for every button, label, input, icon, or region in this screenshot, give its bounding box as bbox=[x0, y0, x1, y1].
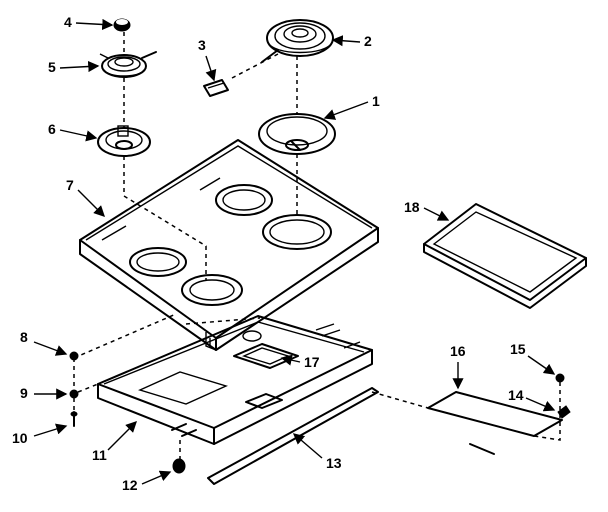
part-16-cover-plate bbox=[427, 391, 563, 455]
svg-text:17: 17 bbox=[304, 354, 320, 370]
callout-17: 17 bbox=[280, 354, 320, 370]
callout-3: 3 bbox=[198, 37, 217, 82]
part-1-large-drip-pan bbox=[258, 113, 336, 155]
callout-6: 6 bbox=[48, 121, 98, 142]
callout-9: 9 bbox=[20, 385, 68, 401]
callout-1: 1 bbox=[323, 93, 380, 120]
svg-text:4: 4 bbox=[64, 14, 72, 30]
svg-text:3: 3 bbox=[198, 37, 206, 53]
callout-16: 16 bbox=[450, 343, 466, 390]
part-3-terminal-block bbox=[203, 79, 229, 97]
callout-11: 11 bbox=[92, 421, 137, 463]
svg-text:6: 6 bbox=[48, 121, 56, 137]
part-11-base-pan bbox=[97, 315, 373, 445]
callout-4: 4 bbox=[64, 14, 114, 31]
svg-text:8: 8 bbox=[20, 329, 28, 345]
svg-text:7: 7 bbox=[66, 177, 74, 193]
part-18-glass-panel bbox=[423, 203, 587, 309]
callout-13: 13 bbox=[292, 433, 342, 471]
svg-text:5: 5 bbox=[48, 59, 56, 75]
part-13-trim-strip bbox=[207, 387, 379, 485]
svg-text:1: 1 bbox=[372, 93, 380, 109]
callout-14: 14 bbox=[508, 387, 556, 412]
callout-12: 12 bbox=[122, 470, 172, 493]
part-7-cooktop bbox=[79, 139, 379, 351]
callout-2: 2 bbox=[331, 33, 372, 49]
part-10-screw bbox=[70, 411, 78, 427]
svg-text:14: 14 bbox=[508, 387, 524, 403]
part-2-large-surface-element bbox=[261, 19, 334, 63]
svg-text:16: 16 bbox=[450, 343, 466, 359]
callout-8: 8 bbox=[20, 329, 68, 356]
part-12-grommet bbox=[172, 458, 186, 474]
svg-text:2: 2 bbox=[364, 33, 372, 49]
callout-18: 18 bbox=[404, 199, 450, 221]
callout-7: 7 bbox=[66, 177, 105, 217]
part-6-small-drip-pan bbox=[97, 125, 151, 157]
assembly-lines bbox=[73, 32, 561, 460]
callout-15: 15 bbox=[510, 341, 556, 375]
svg-text:12: 12 bbox=[122, 477, 138, 493]
part-5-small-surface-element bbox=[99, 51, 157, 78]
svg-text:15: 15 bbox=[510, 341, 526, 357]
callout-10: 10 bbox=[12, 423, 68, 446]
svg-text:18: 18 bbox=[404, 199, 420, 215]
part-15-screw bbox=[555, 373, 565, 383]
svg-text:10: 10 bbox=[12, 430, 28, 446]
callout-5: 5 bbox=[48, 59, 100, 75]
svg-text:13: 13 bbox=[326, 455, 342, 471]
svg-text:11: 11 bbox=[92, 447, 107, 463]
part-4-knob-cap bbox=[113, 18, 131, 32]
svg-text:9: 9 bbox=[20, 385, 28, 401]
